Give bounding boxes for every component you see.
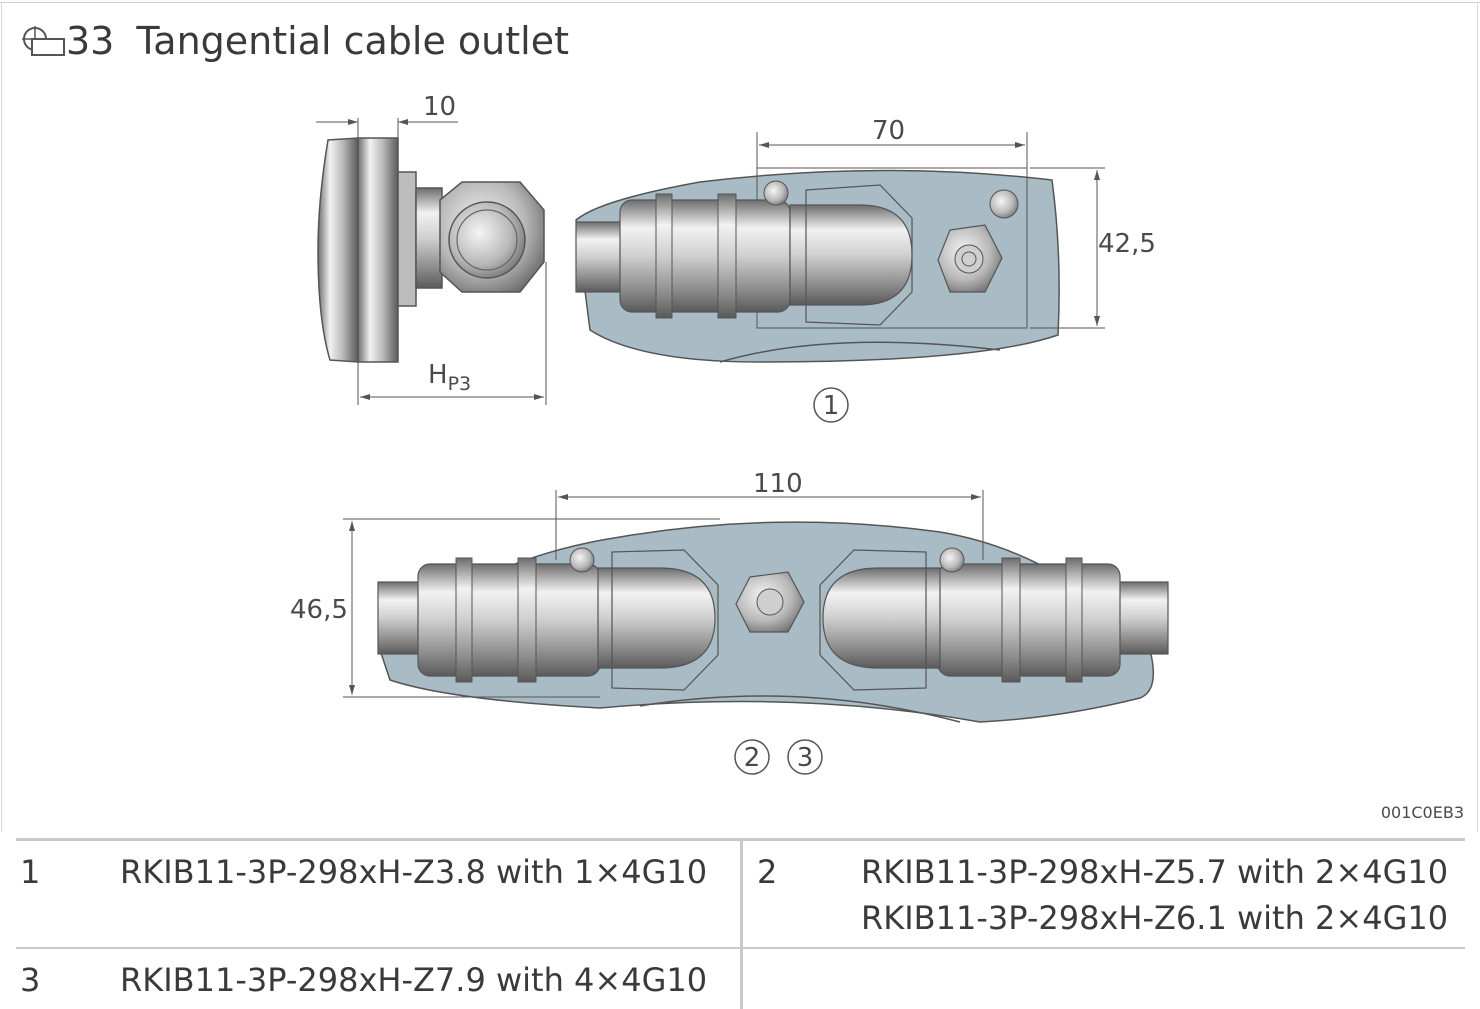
frame-top-border [0, 2, 1480, 3]
drawing-code: 001C0EB3 [1380, 803, 1464, 822]
side-view [317, 137, 545, 363]
dim-42-5: 42,5 [1098, 229, 1156, 259]
legend-row: 1 RKIB11-3P-298xH-Z3.8 with 1×4G10 2 RKI… [16, 839, 1465, 949]
callout-1: 1 [823, 391, 840, 421]
dim-110: 110 [753, 469, 803, 499]
dim-10: 10 [423, 92, 456, 122]
section-number: 33 [66, 19, 115, 63]
dim-46-5: 46,5 [290, 595, 348, 625]
legend-description-line: RKIB11-3P-298xH-Z5.7 with 2×4G10 [861, 853, 1449, 891]
legend-description: RKIB11-3P-298xH-Z3.8 with 1×4G10 [120, 839, 743, 948]
legend-number-empty [742, 948, 862, 1009]
dim-70: 70 [872, 116, 905, 146]
callout-2-circle [734, 739, 770, 775]
callout-2: 2 [744, 743, 761, 773]
frame-left-border [1, 2, 2, 832]
dim-hp3: HP3 [428, 360, 471, 395]
legend-description: RKIB11-3P-298xH-Z7.9 with 4×4G10 [120, 948, 743, 1009]
callout-3-circle [787, 739, 823, 775]
legend-row: 3 RKIB11-3P-298xH-Z7.9 with 4×4G10 [16, 948, 1465, 1009]
callout-3: 3 [797, 743, 814, 773]
legend-number: 3 [20, 961, 41, 999]
legend-table: 1 RKIB11-3P-298xH-Z3.8 with 1×4G10 2 RKI… [16, 838, 1465, 1009]
frame-right-border [1477, 2, 1478, 832]
callout-1-circle [813, 387, 849, 423]
section-title: 33 Tangential cable outlet [18, 16, 569, 66]
legend-number: 1 [20, 853, 41, 891]
section-heading: Tangential cable outlet [136, 19, 569, 63]
top-view-double [377, 521, 1169, 723]
legend-number: 2 [757, 853, 778, 891]
technical-drawing: 10 HP3 70 42,5 1 [290, 92, 1169, 775]
legend-description: RKIB11-3P-298xH-Z5.7 with 2×4G10 RKIB11-… [861, 840, 1465, 949]
legend-description-empty [861, 948, 1465, 1009]
catalog-section-icon [22, 26, 65, 56]
top-view-single [575, 167, 1060, 363]
legend-description-line: RKIB11-3P-298xH-Z6.1 with 2×4G10 [861, 899, 1449, 937]
